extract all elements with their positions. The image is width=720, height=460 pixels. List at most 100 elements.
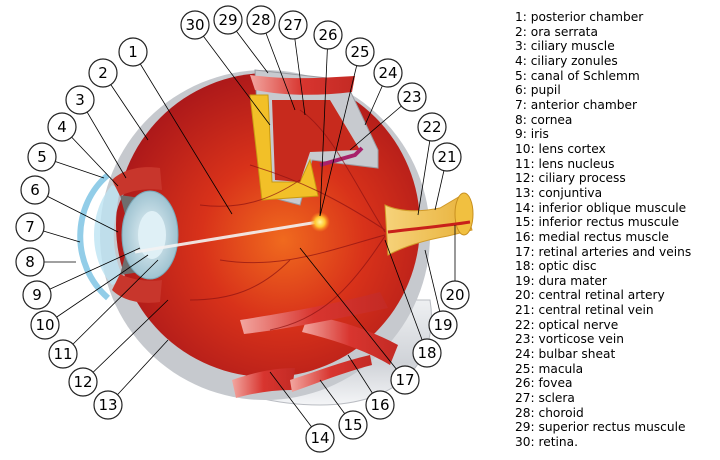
callout-circle [22, 280, 52, 310]
leader-line-28 [260, 19, 296, 111]
cutaway-retina [272, 100, 360, 182]
callout-circle [88, 58, 118, 88]
callout-3: 3 [65, 85, 95, 115]
legend-item: 30: retina. [515, 435, 578, 450]
callout-number: 18 [417, 344, 436, 362]
callout-circle [118, 37, 148, 67]
callout-circle [68, 367, 98, 397]
leader-line-10 [44, 254, 149, 326]
legend-item: 2: ora serrata [515, 24, 598, 39]
optic-nerve-end [454, 192, 474, 236]
callout-circle [440, 280, 470, 310]
legend-item: 21: central retinal vein [515, 303, 654, 318]
optic-nerve [384, 194, 473, 256]
callout-circle [47, 112, 77, 142]
leader-line-25 [319, 51, 361, 217]
legend-item: 19: dura mater [515, 273, 607, 288]
callout-number: 7 [25, 218, 35, 236]
callout-number: 16 [370, 396, 389, 414]
ciliary-body-upper [112, 167, 162, 196]
ciliary-body-lower [112, 274, 162, 303]
leader-line-11 [62, 259, 159, 355]
callout-number: 12 [73, 373, 92, 391]
legend-item: 12: ciliary process [515, 171, 626, 186]
callout-circle [365, 390, 395, 420]
leader-line-12 [82, 299, 169, 383]
leader-line-1 [132, 51, 233, 215]
cornea [77, 172, 111, 301]
callout-circle [345, 37, 375, 67]
legend-item: 16: medial rectus muscle [515, 229, 669, 244]
legend-item: 23: vorticose vein [515, 332, 625, 347]
callout-circle [93, 390, 123, 420]
callout-circle [417, 112, 447, 142]
leader-line-3 [79, 99, 127, 179]
callout-number: 27 [283, 16, 302, 34]
legend-item: 9: iris [515, 127, 549, 142]
legend-item: 24: bulbar sheat [515, 347, 616, 362]
callout-number: 4 [57, 118, 67, 136]
legend-item: 26: fovea [515, 376, 573, 391]
visual-axis [134, 220, 319, 254]
callout-2: 2 [88, 58, 118, 88]
callout-30: 30 [180, 10, 210, 40]
callout-28: 28 [246, 5, 276, 35]
legend-item: 17: retinal arteries and veins [515, 244, 692, 259]
leader-line-22 [417, 126, 433, 216]
callout-number: 6 [30, 181, 40, 199]
legend-item: 10: lens cortex [515, 141, 606, 156]
legend-item: 1: posterior chamber [515, 10, 644, 24]
callout-24: 24 [373, 58, 403, 88]
callout-number: 19 [433, 316, 452, 334]
callout-6: 6 [20, 175, 50, 205]
callout-number: 8 [25, 253, 35, 271]
callout-13: 13 [93, 390, 123, 420]
callout-number: 11 [53, 345, 72, 363]
callout-circle [390, 365, 420, 395]
callout-29: 29 [213, 5, 243, 35]
legend: 1: posterior chamber 2: ora serrata 3: c… [515, 10, 715, 450]
callout-number: 20 [445, 286, 464, 304]
inferior-oblique-muscle [232, 368, 295, 398]
callout-11: 11 [48, 339, 78, 369]
callout-number: 9 [32, 286, 42, 304]
callout-27: 27 [278, 10, 308, 40]
central-retinal-vessels [387, 220, 471, 234]
callout-7: 7 [15, 212, 45, 242]
callout-circle [428, 310, 458, 340]
legend-item: 27: sclera [515, 391, 575, 406]
callout-12: 12 [68, 367, 98, 397]
callout-circle [15, 247, 45, 277]
callout-17: 17 [390, 365, 420, 395]
callout-5: 5 [27, 142, 57, 172]
callout-circle [246, 5, 276, 35]
callout-15: 15 [338, 410, 368, 440]
leader-line-9 [36, 247, 141, 296]
callout-8: 8 [15, 247, 45, 277]
callout-circle [48, 339, 78, 369]
callout-circle [432, 142, 462, 172]
leader-line-6 [34, 189, 119, 233]
legend-item: 13: conjuntiva [515, 185, 603, 200]
callout-10: 10 [30, 310, 60, 340]
leader-line-13 [107, 339, 169, 406]
legend-item: 29: superior rectus muscule [515, 420, 686, 435]
legend-item: 15: inferior rectus muscule [515, 215, 680, 230]
leader-line-17 [299, 247, 406, 381]
callout-number: 2 [98, 64, 108, 82]
legend-item: 14: inferior oblique muscule [515, 200, 687, 215]
callout-9: 9 [22, 280, 52, 310]
callout-circle [313, 20, 343, 50]
superior-rectus-muscle [250, 75, 355, 95]
callout-number: 21 [437, 148, 456, 166]
leader-line-26 [319, 34, 329, 217]
legend-item: 11: lens nucleus [515, 156, 615, 171]
callout-number: 22 [422, 118, 441, 136]
callout-number: 3 [75, 91, 85, 109]
callout-circle [27, 142, 57, 172]
vorticose-vein [319, 146, 364, 167]
callout-number: 23 [402, 88, 421, 106]
callout-circle [305, 423, 335, 453]
anterior-chamber [94, 185, 125, 285]
